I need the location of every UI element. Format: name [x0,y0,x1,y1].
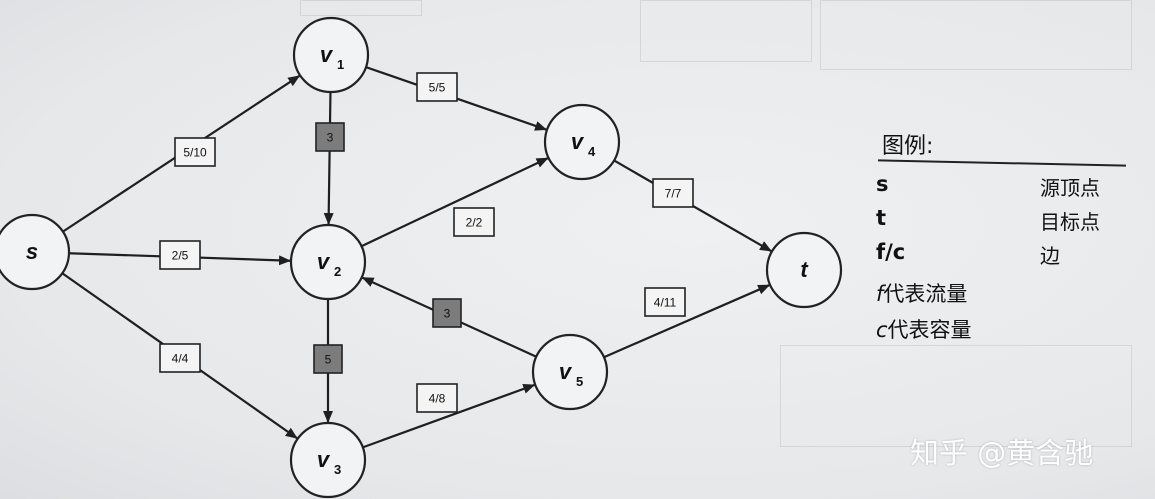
node-circle [0,213,71,291]
node-circle [292,16,370,94]
watermark: 知乎 @黄含驰 [910,436,1094,470]
edge-label-box [416,72,458,102]
edge-label: 4/11 [654,296,677,310]
legend-title: 图例: [882,134,934,159]
legend-value: 源顶点 [1040,176,1100,200]
edge-label-box [315,122,345,152]
edge-label: 4/8 [429,392,446,406]
legend-row-edge: f/c 边 [876,240,1126,268]
bleed-through-mark [300,0,422,16]
node-circle [531,333,609,411]
legend-note-var: c [876,318,888,342]
edge-label: 3 [444,307,451,321]
edge-label: 2/2 [466,216,483,230]
node-circle [289,421,367,499]
edge-label: 3 [327,131,334,145]
node-subscript: 5 [576,374,583,389]
legend-note-capacity: c代表容量 [876,314,972,344]
legend-key: s [876,172,889,196]
edge-label-box [644,287,686,317]
edge-label-box [313,344,343,374]
edge-v3-v5 [362,383,536,449]
node-label: v [571,129,585,154]
node-subscript: 2 [334,264,341,279]
edge-label-box [159,240,201,270]
legend-key: t [876,206,887,230]
node-label: v [559,359,573,384]
edge-label: 5 [325,353,332,367]
bleed-through-mark [820,0,1132,70]
edge-label-box [416,383,458,413]
edge-label: 5/5 [429,81,446,95]
node-subscript: 4 [588,144,596,159]
edge-label: 7/7 [665,187,682,201]
node-label: s [26,239,38,264]
edges-layer: 5/10 2/5 4/4 3 5/5 2/2 5 4/8 3 7/7 4/11 [61,66,772,449]
node-s: s [0,213,71,291]
bleed-through-mark [640,0,812,62]
node-circle [543,103,621,181]
legend-note-var: f [876,282,884,306]
node-circle [765,231,843,309]
node-circle [289,223,367,301]
edge-label-box [174,137,216,167]
bleed-through-mark [780,345,1132,447]
legend-row-source: s 源顶点 [876,172,1126,200]
edge-v5-t [603,284,771,359]
legend-value: 目标点 [1040,210,1100,234]
node-label: t [800,257,809,282]
edge-v1-v2 [323,91,334,226]
legend-note-flow: f代表流量 [876,278,967,308]
node-subscript: 3 [334,462,341,477]
node-subscript: 1 [337,57,344,72]
legend-note-text: 代表流量 [883,282,968,306]
edge-label-box [159,343,201,373]
legend-value: 边 [1040,244,1060,268]
edge-label-box [432,298,462,328]
legend: 图例: s 源顶点 t 目标点 f/c 边 f代表流量 c代表容量 [876,128,1126,342]
edge-label-box [453,207,495,237]
edge-label: 2/5 [172,249,189,263]
node-label: v [317,249,331,274]
node-label: v [320,42,334,67]
edge-v2-v4 [360,157,549,248]
node-label: v [317,447,331,472]
edge-label: 4/4 [172,352,189,366]
node-t: t [765,231,843,309]
legend-row-target: t 目标点 [876,206,1126,234]
legend-note-text: 代表容量 [887,318,972,342]
legend-key: f/c [876,240,906,264]
edge-label-box [652,178,694,208]
edge-label: 5/10 [183,146,207,160]
